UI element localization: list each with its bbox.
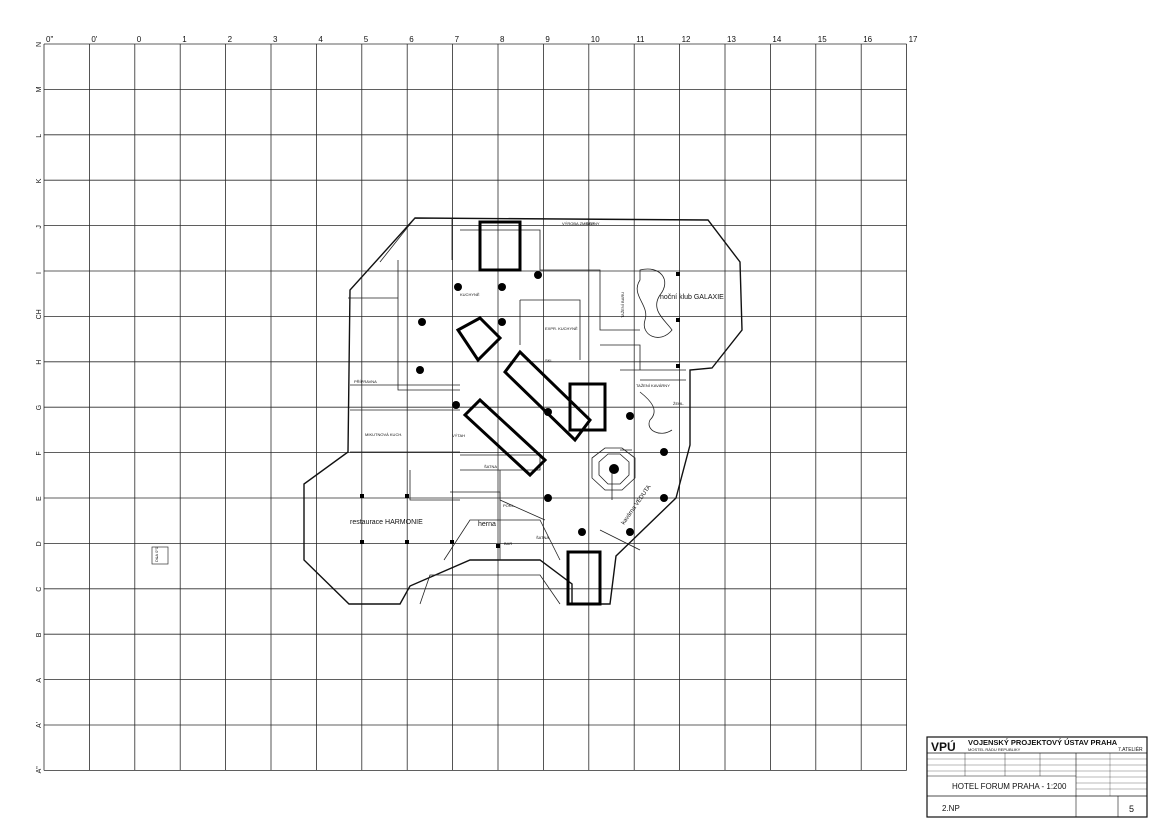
org-sub: MOSTEL RÁDU REPUBLIKY xyxy=(968,747,1021,752)
column xyxy=(498,283,506,291)
room-label-bar: BAR xyxy=(504,541,512,546)
sheet-number: 5 xyxy=(1129,804,1134,814)
room-label-express-kitchen: EXPR. KUCHYNĚ xyxy=(545,326,578,331)
core-walls xyxy=(455,220,607,606)
column xyxy=(452,401,460,409)
room-label-kitchen-a: MIKUTNOVÁ KUCH. xyxy=(365,432,402,437)
column xyxy=(416,366,424,374)
room-label-herna: herna xyxy=(478,521,496,528)
column xyxy=(360,540,364,544)
grid-row-label: G xyxy=(36,405,43,410)
column xyxy=(534,271,542,279)
grid-column-label: 0" xyxy=(46,35,53,44)
grid-row-label: I xyxy=(36,272,43,274)
room-label-kitchen-b: KUCHYNĚ xyxy=(460,292,480,297)
grid-column-label: 17 xyxy=(909,35,918,44)
column xyxy=(660,448,668,456)
grid-row-label: H xyxy=(36,360,43,365)
column xyxy=(405,540,409,544)
grid-column-label: 13 xyxy=(727,35,736,44)
grid-column-label: 14 xyxy=(772,35,781,44)
column xyxy=(418,318,426,326)
grid-column-label: 10 xyxy=(591,35,600,44)
column xyxy=(544,494,552,502)
title-block: VPÚ VOJENSKÝ PROJEKTOVÝ ÚSTAV PRAHA MOST… xyxy=(926,736,1148,818)
grid-row-label: E xyxy=(36,496,43,501)
column xyxy=(405,494,409,498)
org-name: VOJENSKÝ PROJEKTOVÝ ÚSTAV PRAHA xyxy=(968,738,1118,747)
grid-column-label: 8 xyxy=(500,35,505,44)
grid-row-label: A xyxy=(36,678,43,683)
room-label-dep: DEP xyxy=(586,221,595,226)
structural-columns xyxy=(360,271,680,548)
room-label-lift: VÝTAH xyxy=(452,433,465,438)
column xyxy=(454,283,462,291)
grid-column-label: 16 xyxy=(863,35,872,44)
grid-column-label: 0' xyxy=(91,35,97,44)
grid-row-label: L xyxy=(36,134,43,138)
room-label-galaxie: noční klub GALAXIE xyxy=(660,294,724,301)
grid-row-label: C xyxy=(36,587,43,592)
grid-column-label: 1 xyxy=(182,35,187,44)
grid-row-label: J xyxy=(36,225,43,229)
room-label-harmonie: restaurace HARMONIE xyxy=(350,519,423,526)
grid-row-label: A' xyxy=(36,722,43,728)
grid-row-label: D xyxy=(36,541,43,546)
grid-column-label: 5 xyxy=(364,35,369,44)
column xyxy=(498,318,506,326)
column xyxy=(676,364,680,368)
grid-row-label: M xyxy=(36,86,43,92)
column xyxy=(626,412,634,420)
grid-row-labels: N M L K J I CH H G F E D C B A A' A" xyxy=(36,42,43,773)
grid-row-label: N xyxy=(36,42,43,47)
room-label-cafe-service: TAŽENÍ KAVÁRNY xyxy=(636,383,670,388)
column xyxy=(676,272,680,276)
floor-label: 2.NP xyxy=(942,804,960,813)
grid-row-label: B xyxy=(36,632,43,637)
grid xyxy=(43,43,907,771)
grid-column-label: 6 xyxy=(409,35,414,44)
column xyxy=(496,544,500,548)
grid-column-label: 15 xyxy=(818,35,827,44)
room-label-cashier: POKL. xyxy=(503,503,515,508)
column xyxy=(676,318,680,322)
room-label-bar-service: TAŽENÍ BARU xyxy=(620,292,625,318)
grid-column-label: 0 xyxy=(137,35,142,44)
column xyxy=(578,528,586,536)
grid-column-label: 3 xyxy=(273,35,278,44)
cafe-bar-curve xyxy=(639,391,673,434)
room-label-storage: SKL. xyxy=(545,358,554,363)
room-label-ironing: ŽEHL. xyxy=(673,401,684,406)
grid-column-label: 12 xyxy=(682,35,691,44)
room-label-veduta: kavárna VEDUTA xyxy=(621,484,653,526)
column xyxy=(450,540,454,544)
grid-row-label: A" xyxy=(36,766,43,774)
vpu-logo: VPÚ xyxy=(931,739,956,754)
grid-row-label: CH xyxy=(36,309,43,319)
grid-column-label: 9 xyxy=(545,35,550,44)
room-label-prep: PŘÍPRAVNA xyxy=(354,379,377,384)
grid-row-label: F xyxy=(36,451,43,455)
spiral-stair xyxy=(591,447,636,491)
building-outline xyxy=(303,217,743,605)
grid-column-label: 7 xyxy=(455,35,460,44)
grid-row-label: K xyxy=(36,178,43,183)
room-label-wardrobe: ŠATNA xyxy=(484,464,497,469)
column xyxy=(360,494,364,498)
left-stamp: D&A 0"0 xyxy=(151,546,169,565)
column xyxy=(660,494,668,502)
atelier: 7.ATELIÉR xyxy=(1118,746,1143,753)
grid-column-label: 4 xyxy=(318,35,323,44)
stamp-text: D&A 0"0 xyxy=(154,546,159,562)
club-bar-curve xyxy=(636,268,673,338)
column xyxy=(544,408,552,416)
column xyxy=(626,528,634,536)
grid-column-label: 11 xyxy=(636,35,645,44)
drawing-title: HOTEL FORUM PRAHA - 1:200 xyxy=(952,782,1067,791)
grid-column-label: 2 xyxy=(228,35,233,44)
room-label-wardrobe-2: ŠATNA xyxy=(536,535,549,540)
room-label-icecream: VÝROBA ZMRZLINY xyxy=(562,221,600,226)
